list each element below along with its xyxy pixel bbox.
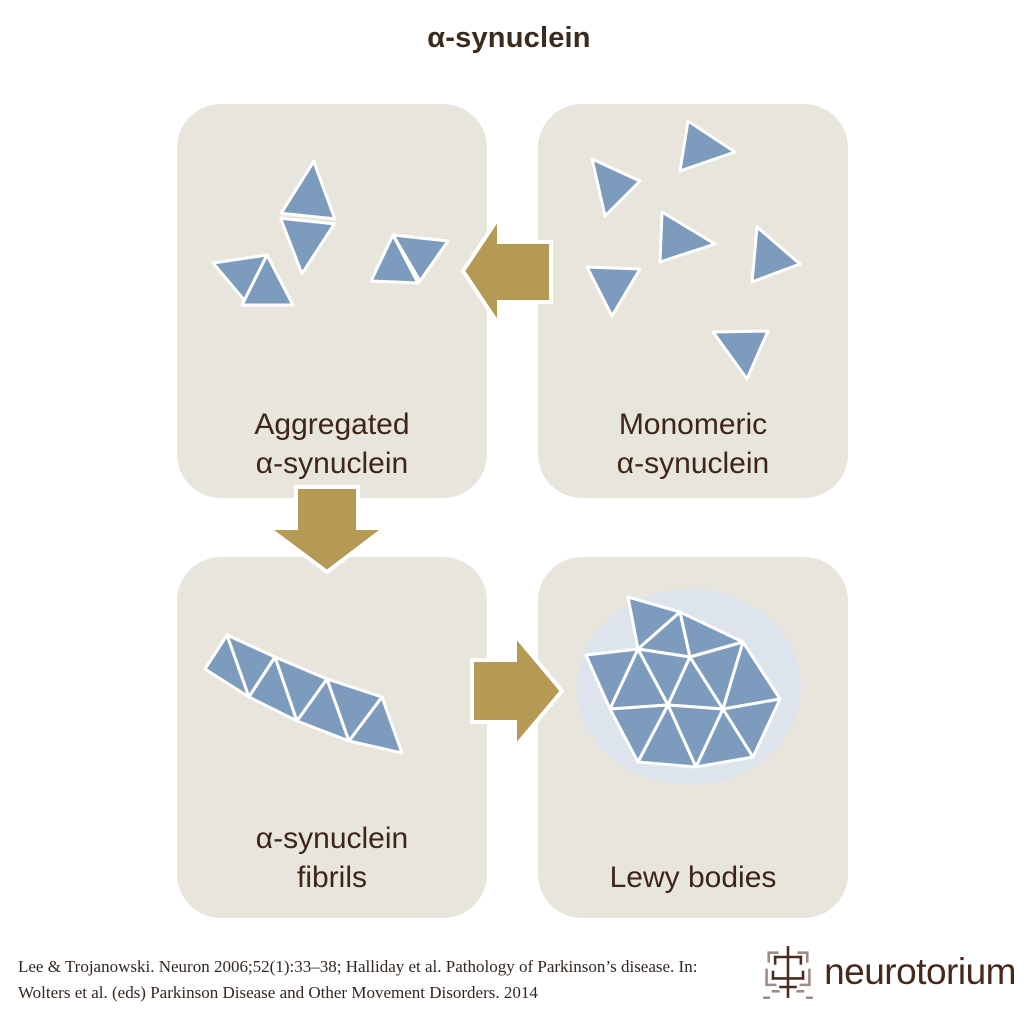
monomeric-label-line2: α-synuclein (616, 447, 770, 481)
panel-lewy-bodies: Lewy bodies (538, 557, 848, 918)
lewy-label-line1: Lewy bodies (609, 861, 777, 895)
page-title: α-synuclein (427, 22, 591, 54)
fibrils-label-line2: fibrils (296, 861, 367, 895)
panel-aggregated-synuclein: Aggregated α-synuclein (177, 104, 487, 498)
monomeric-label-line1: Monomeric (618, 407, 768, 441)
monomeric-label: Monomeric α-synuclein (538, 405, 848, 484)
fibrils-label: α-synuclein fibrils (177, 819, 487, 898)
panel-synuclein-fibrils: α-synuclein fibrils (177, 557, 487, 918)
neurotorium-logo: neurotorium (760, 942, 1016, 1002)
lewy-label: Lewy bodies (538, 858, 848, 898)
aggregated-label-line2: α-synuclein (255, 447, 409, 481)
lewy-body-icon (577, 589, 801, 785)
citation-text: Lee & Trojanowski. Neuron 2006;52(1):33–… (18, 957, 698, 1003)
neurotorium-logo-icon (763, 946, 813, 999)
fibrils-label-line1: α-synuclein (255, 821, 409, 855)
aggregated-label-line1: Aggregated (254, 407, 410, 441)
aggregated-label: Aggregated α-synuclein (177, 405, 487, 484)
neurotorium-wordmark: neurotorium (824, 951, 1016, 992)
monomer-triangles-icon (585, 119, 802, 381)
fibril-chain-icon (203, 633, 404, 755)
aggregated-oligomer-icon (211, 159, 450, 307)
panel-monomeric-synuclein: Monomeric α-synuclein (538, 104, 848, 498)
